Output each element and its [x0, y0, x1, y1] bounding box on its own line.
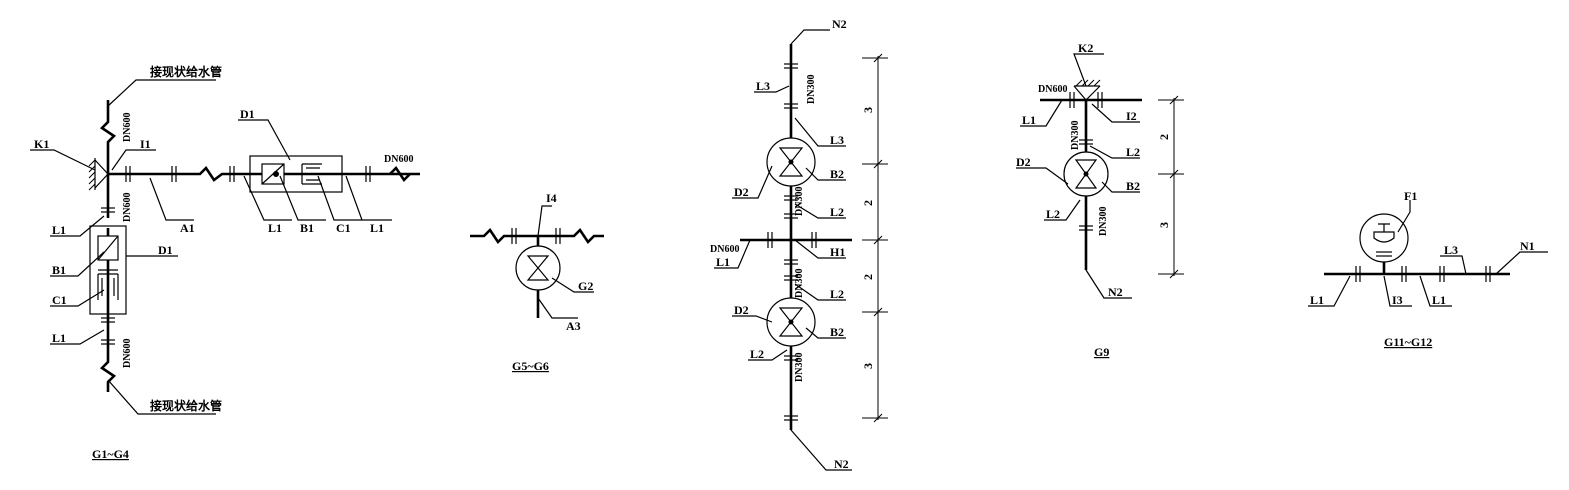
label-n2-top: N2 — [832, 17, 847, 31]
label-b1-b: B1 — [52, 263, 66, 277]
note-connect-top: 接现状给水管 — [150, 64, 222, 79]
size-g9-left: DN600 — [1038, 84, 1067, 95]
label-b2-a: B2 — [830, 167, 844, 181]
label-l2-b-g9: L2 — [1046, 207, 1060, 221]
size-g9-s1: DN300 — [1070, 121, 1081, 150]
size-g1-bottom: DN600 — [122, 339, 133, 368]
g1-main-pipe-lower — [99, 318, 117, 392]
label-d1-left: D1 — [158, 243, 173, 257]
group-g7: N2 L3 L3 D2 B2 L2 H1 L1 L2 D2 B2 L2 N2 D… — [710, 17, 888, 471]
label-b2-g9: B2 — [1126, 179, 1140, 193]
label-k1: K1 — [34, 137, 49, 151]
label-n1: N1 — [1520, 239, 1535, 253]
label-a1: A1 — [180, 221, 195, 235]
g1-horizontal-pipe — [108, 165, 420, 182]
dim-g7-1: 3 — [861, 107, 875, 113]
label-i3: I3 — [1392, 293, 1403, 307]
dim-g9-1: 2 — [1157, 134, 1171, 140]
size-g7-s3: DN300 — [794, 269, 805, 298]
note-connect-bottom: 接现状给水管 — [150, 398, 222, 413]
label-l3-b: L3 — [830, 133, 844, 147]
device-box-d1-vertical — [89, 225, 127, 315]
caption-g5: G5~G6 — [512, 359, 549, 373]
label-i1: I1 — [140, 137, 151, 151]
label-l1-b: L1 — [370, 221, 384, 235]
label-l2-b: L2 — [830, 287, 844, 301]
label-l3-g11: L3 — [1444, 243, 1458, 257]
label-d2-g9: D2 — [1016, 155, 1031, 169]
label-d2-b: D2 — [734, 303, 749, 317]
label-l3-a: L3 — [756, 79, 770, 93]
size-g1-top: DN600 — [122, 113, 133, 142]
label-g2: G2 — [578, 279, 593, 293]
size-g7-s1: DN300 — [806, 75, 817, 104]
label-l1-d: L1 — [52, 331, 66, 345]
label-l2-c: L2 — [750, 347, 764, 361]
label-n2-bottom: N2 — [834, 457, 849, 471]
dim-g7-2: 2 — [861, 200, 875, 206]
label-c1-b: C1 — [52, 293, 67, 307]
hydrant-f1 — [1359, 213, 1409, 263]
size-g7-left: DN600 — [710, 244, 739, 255]
dim-g7-3: 2 — [861, 274, 875, 280]
size-g7-s2: DN300 — [794, 187, 805, 216]
label-f1: F1 — [1404, 189, 1417, 203]
group-g5: I4 G2 A3 G5~G6 — [470, 191, 604, 373]
size-g1-mid: DN600 — [122, 193, 133, 222]
label-b2-b: B2 — [830, 325, 844, 339]
label-l2-a: L2 — [830, 205, 844, 219]
label-l1-a: L1 — [268, 221, 282, 235]
label-l1-b-g11: L1 — [1432, 293, 1446, 307]
label-b1-a: B1 — [300, 221, 314, 235]
size-g7-s4: DN300 — [794, 353, 805, 382]
label-c1-a: C1 — [336, 221, 351, 235]
caption-g11: G11~G12 — [1384, 335, 1432, 349]
size-g9-s2: DN300 — [1098, 207, 1109, 236]
label-i4: I4 — [546, 191, 557, 205]
caption-g1: G1~G4 — [92, 447, 129, 461]
group-g9: K2 DN600 L1 I2 L2 D2 B2 L2 N2 DN300 DN30… — [1016, 41, 1184, 359]
label-d1-top: D1 — [240, 107, 255, 121]
label-l1-g9: L1 — [1022, 113, 1036, 127]
label-l2-a-g9: L2 — [1126, 145, 1140, 159]
device-box-d1-horizontal — [249, 155, 343, 193]
label-d2-a: D2 — [734, 185, 749, 199]
label-k2: K2 — [1078, 41, 1093, 55]
label-a3: A3 — [566, 319, 581, 333]
dim-g9-2: 3 — [1157, 222, 1171, 228]
label-l1: L1 — [716, 255, 730, 269]
label-n2-g9: N2 — [1108, 285, 1123, 299]
label-i2: I2 — [1126, 109, 1137, 123]
label-l1-a-g11: L1 — [1310, 293, 1324, 307]
label-h1: H1 — [830, 245, 845, 259]
group-g11: F1 L3 N1 L1 I3 L1 G11~G12 — [1308, 189, 1548, 349]
g1-main-pipe-upper — [99, 100, 117, 218]
size-g1-right: DN600 — [384, 154, 413, 165]
group-g1: 接现状给水管 接现状给水管 DN600 DN600 DN600 DN600 K1… — [30, 64, 420, 461]
label-l1-c: L1 — [52, 223, 66, 237]
caption-g9: G9 — [1094, 345, 1109, 359]
dim-g7-4: 3 — [861, 363, 875, 369]
